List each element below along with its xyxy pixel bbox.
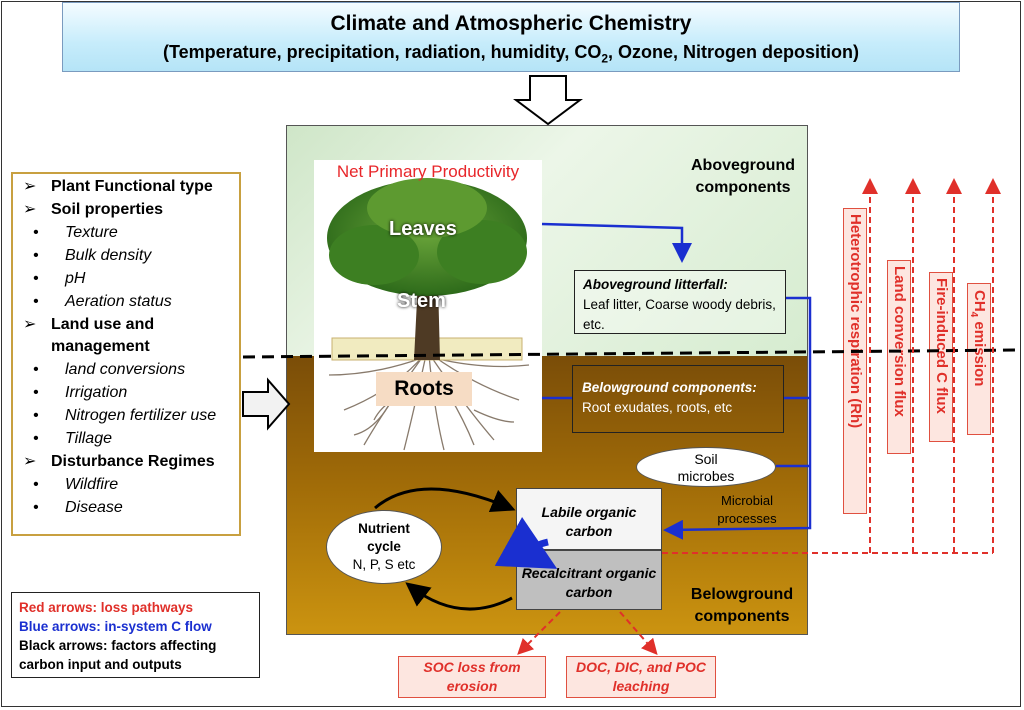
litterfall-title: Aboveground litterfall:: [583, 277, 728, 292]
legend-black: Black arrows: factors affecting carbon i…: [19, 638, 217, 672]
belowground-text: Root exudates, roots, etc: [582, 400, 733, 415]
npp-label: Net Primary Productivity: [336, 162, 520, 181]
climate-title: Climate and Atmospheric Chemistry: [330, 12, 692, 35]
soil-microbes-line2: microbes: [677, 468, 735, 484]
roots-label: Roots: [376, 372, 472, 406]
factor-item: •Tillage: [33, 430, 112, 447]
belowground-title: Belowground components:: [582, 380, 757, 395]
nutrient-line1: Nutrient: [358, 521, 410, 536]
factor-item: •Nitrogen fertilizer use: [33, 407, 217, 424]
factor-heading: ➢Disturbance Regimes: [23, 453, 215, 470]
land-loss-label: Land conversion flux: [891, 266, 908, 417]
legend-box: Red arrows: loss pathways Blue arrows: i…: [11, 592, 260, 678]
recalcitrant-carbon-box: Recalcitrant organic carbon: [516, 550, 662, 610]
legend-red: Red arrows: loss pathways: [19, 600, 194, 615]
soil-microbes: Soil microbes: [636, 447, 776, 487]
labile-carbon-box: Labile organic carbon: [516, 488, 662, 550]
aboveground-label: Aboveground components: [691, 157, 795, 196]
legend-blue: Blue arrows: in-system C flow: [19, 619, 212, 634]
leaching-loss-box: DOC, DIC, and POC leaching: [566, 656, 716, 698]
factor-item: •Texture: [33, 224, 118, 241]
tree-panel: [314, 160, 542, 452]
litterfall-text: Leaf litter, Coarse woody debris, etc.: [583, 297, 776, 332]
soil-microbes-line1: Soil: [694, 451, 718, 467]
nutrient-cycle: Nutrient cycle N, P, S etc: [326, 510, 442, 584]
factor-heading: ➢Soil properties: [23, 201, 164, 218]
tree-illustration: [327, 178, 530, 451]
factors-box: ➢Plant Functional type ➢Soil properties …: [11, 172, 241, 536]
nutrient-line3: N, P, S etc: [352, 557, 416, 572]
stem-label: Stem: [397, 290, 446, 312]
fire-loss-label: Fire-induced C flux: [933, 278, 950, 414]
factor-item: •land conversions: [33, 361, 186, 378]
nutrient-line2: cycle: [367, 539, 401, 554]
factor-heading: ➢Plant Functional type: [23, 178, 213, 195]
factor-heading-cont: management: [51, 338, 150, 355]
factor-heading: ➢Land use and: [23, 316, 155, 333]
belowground-label: Belowground components: [690, 586, 794, 625]
rh-loss-box: [843, 208, 867, 514]
leaves-label: Leaves: [389, 218, 457, 240]
climate-banner: Climate and Atmospheric Chemistry (Tempe…: [62, 2, 960, 72]
erosion-loss-box: SOC loss from erosion: [398, 656, 546, 698]
rh-loss-label: Heterotrophic respiration (Rh): [847, 214, 864, 429]
factor-item: •pH: [33, 270, 86, 287]
factor-item: •Aeration status: [33, 293, 172, 310]
ch4-loss-label: CH4 emission: [968, 290, 988, 387]
aboveground-litterfall-box: Aboveground litterfall: Leaf litter, Coa…: [574, 270, 786, 334]
factor-item: •Wildfire: [33, 476, 119, 493]
factor-item: •Bulk density: [33, 247, 152, 264]
climate-subtitle: (Temperature, precipitation, radiation, …: [162, 42, 860, 66]
microbial-processes-label: Microbial processes: [717, 493, 777, 526]
factor-item: •Irrigation: [33, 384, 128, 401]
factor-item: •Disease: [33, 499, 123, 516]
ch4-loss-box: [967, 283, 991, 435]
belowground-components-box: Belowground components: Root exudates, r…: [572, 365, 784, 433]
